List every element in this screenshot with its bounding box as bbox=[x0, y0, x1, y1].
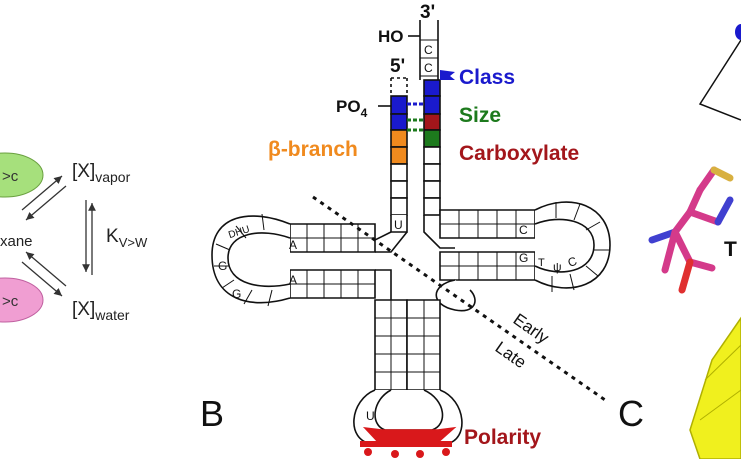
early-label: Early bbox=[510, 310, 553, 348]
u-label-anticodon: U bbox=[366, 409, 375, 423]
t-label: T bbox=[538, 257, 545, 269]
k-label: KV>W bbox=[106, 226, 148, 250]
g-label-1: G bbox=[218, 259, 227, 273]
beta-branch-label: β-branch bbox=[268, 138, 358, 161]
early-late-divider bbox=[312, 195, 609, 404]
acceptor-5-beta-1 bbox=[390, 129, 408, 148]
arrow-down-1 bbox=[21, 261, 63, 297]
acceptor-u-box bbox=[390, 215, 408, 233]
psi-label: ψ bbox=[553, 260, 562, 274]
acceptor-5-beta-2 bbox=[390, 146, 408, 165]
g-label-t: G bbox=[519, 251, 528, 265]
acceptor-5-class-2 bbox=[390, 113, 408, 131]
polarity-label: Polarity bbox=[464, 426, 541, 449]
acceptor-5-p7 bbox=[390, 197, 408, 216]
acceptor-3-class-1 bbox=[423, 79, 441, 97]
a-label-1: A bbox=[289, 238, 297, 252]
solvent-label: xane bbox=[0, 233, 33, 250]
c-label-1: C bbox=[424, 43, 433, 57]
d-loop-outer bbox=[211, 215, 291, 304]
oval-top-text: >c bbox=[2, 168, 19, 185]
acceptor-3-p6 bbox=[423, 163, 441, 182]
polarity-dot-1 bbox=[364, 448, 372, 456]
t-loop-inner bbox=[534, 218, 595, 273]
acceptor-5-p6 bbox=[390, 180, 408, 199]
oval-bottom bbox=[0, 277, 44, 323]
five-prime-label: 5' bbox=[390, 56, 405, 77]
yellow-ribbon bbox=[689, 316, 741, 460]
size-label: Size bbox=[459, 104, 501, 127]
t-loop-outer bbox=[534, 201, 611, 289]
u-label-acceptor: U bbox=[394, 218, 403, 232]
arrow-up-1 bbox=[21, 175, 63, 211]
arrow-down-2 bbox=[25, 251, 67, 287]
right-outline bbox=[698, 39, 741, 121]
oval-top bbox=[0, 152, 44, 198]
acceptor-3-class-2 bbox=[423, 95, 441, 115]
panel-b-label: B bbox=[200, 393, 224, 434]
polarity-dot-4 bbox=[442, 448, 450, 456]
fragment-label: T bbox=[724, 238, 737, 261]
junction-d-to-anticodon bbox=[375, 269, 392, 300]
po4-label: PO4 bbox=[336, 97, 368, 120]
acceptor-3-p8 bbox=[423, 197, 441, 216]
three-prime-label: 3' bbox=[420, 2, 435, 23]
g-label-2: G bbox=[232, 287, 241, 301]
panel-c-label: C bbox=[618, 393, 644, 434]
d-loop-inner bbox=[227, 232, 291, 287]
acceptor-3-size bbox=[423, 129, 441, 148]
class-label: Class bbox=[459, 66, 515, 89]
acceptor-3-p7 bbox=[423, 180, 441, 199]
ho-label: HO bbox=[378, 27, 404, 46]
left-panel: >c >c xane [X]vapor [X]water KV>W bbox=[0, 152, 148, 323]
water-label: [X]water bbox=[72, 299, 130, 323]
polarity-dot-3 bbox=[416, 450, 424, 458]
acceptor-5-p5 bbox=[390, 163, 408, 182]
c-label-2: C bbox=[424, 61, 433, 75]
c-label-t: C bbox=[519, 223, 528, 237]
blue-atom-top bbox=[735, 24, 741, 40]
vapor-label: [X]vapor bbox=[72, 161, 131, 185]
right-panel: T bbox=[648, 24, 741, 460]
trna-labels: 3' HO 5' PO4 C C DHU A A G G U C G T ψ C… bbox=[200, 2, 644, 434]
polarity-dot-2 bbox=[391, 450, 399, 458]
trna-diagram bbox=[211, 20, 611, 458]
a-label-2: A bbox=[289, 273, 297, 287]
oval-bottom-text: >c bbox=[2, 293, 19, 310]
acceptor-3-p5 bbox=[423, 146, 441, 165]
junction-acceptor-to-t bbox=[423, 215, 455, 249]
identity-legend: Class Size Carboxylate β-branch Polarity bbox=[268, 66, 579, 449]
arrow-up-2 bbox=[25, 185, 67, 221]
late-label: Late bbox=[492, 338, 530, 373]
carboxylate-label: Carboxylate bbox=[459, 142, 579, 165]
acceptor-3-carboxylate bbox=[423, 113, 441, 131]
class-pointer bbox=[440, 70, 455, 80]
molecule-sticks bbox=[648, 166, 734, 294]
junction-d-to-acceptor bbox=[375, 231, 408, 253]
acceptor-5-class bbox=[390, 95, 408, 115]
